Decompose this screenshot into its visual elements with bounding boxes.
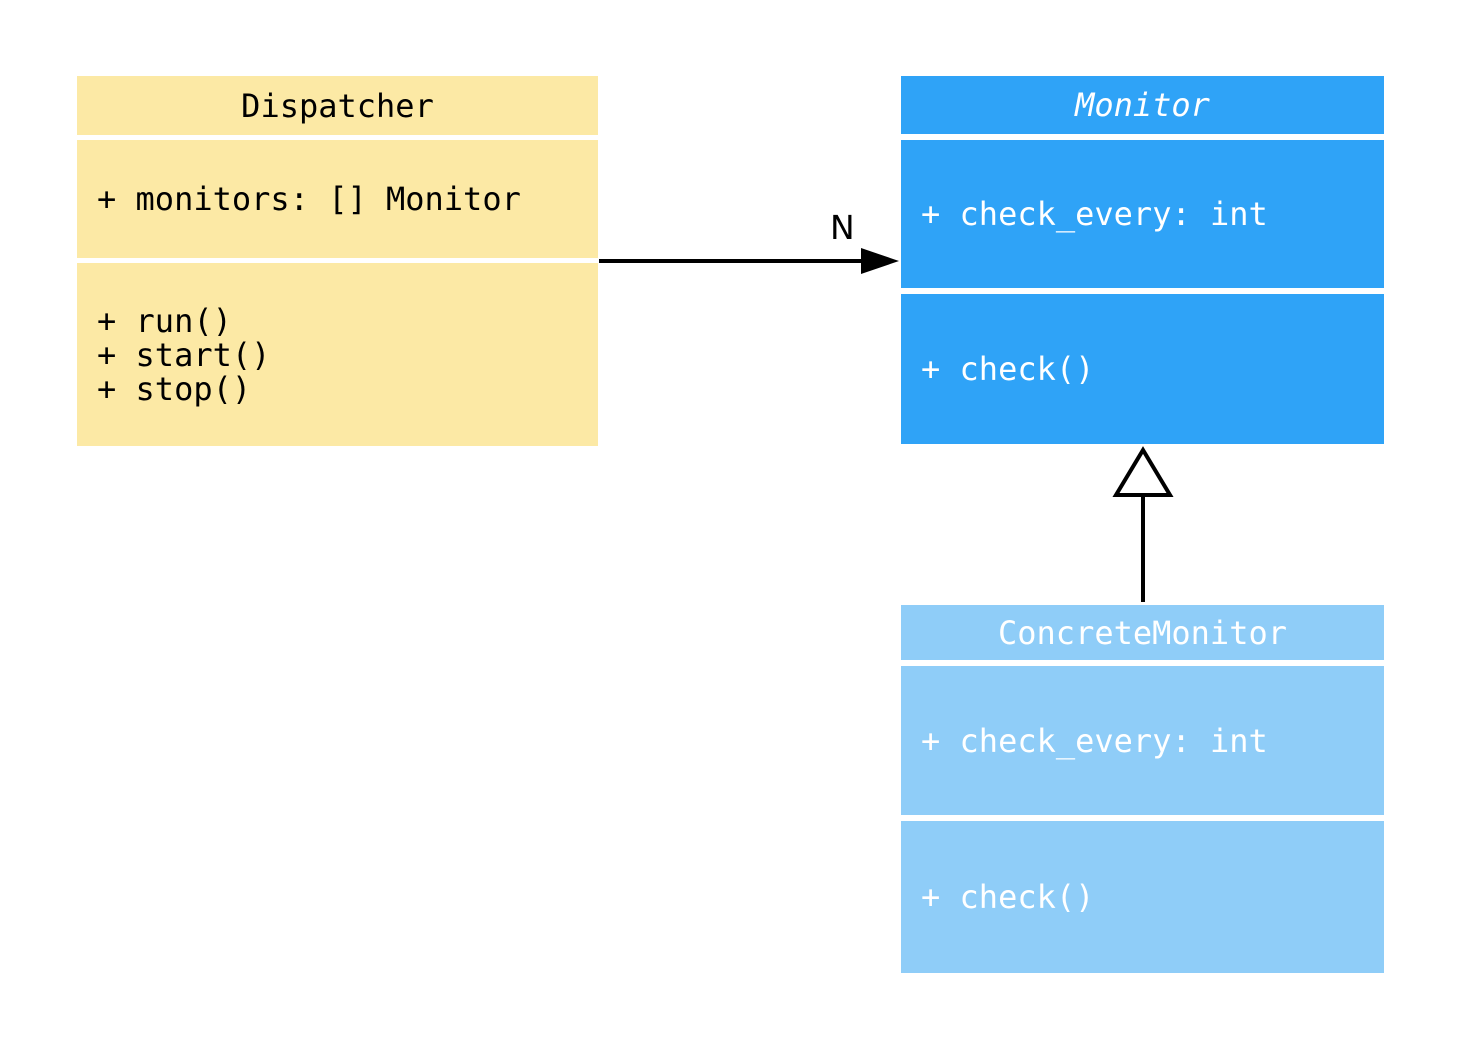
class-dispatcher-methods: + run() + start() + stop() [77, 263, 598, 446]
method-line: + check() [921, 878, 1095, 916]
method-line: + stop() [97, 369, 252, 408]
class-concretemonitor-title: ConcreteMonitor [901, 605, 1384, 660]
class-dispatcher-attributes: + monitors: [] Monitor [77, 140, 598, 258]
class-concretemonitor-attributes: + check_every: int [901, 666, 1384, 815]
association-arrowhead-icon [861, 248, 899, 274]
method-line: + run() [97, 301, 232, 340]
class-monitor: Monitor + check_every: int + check() [901, 76, 1384, 444]
attribute-line: + monitors: [] Monitor [97, 180, 521, 218]
association-multiplicity-label: N [830, 208, 855, 247]
method-line: + start() [97, 335, 271, 374]
class-monitor-methods: + check() [901, 294, 1384, 444]
association-arrow [599, 248, 899, 274]
class-monitor-attributes: + check_every: int [901, 140, 1384, 288]
class-dispatcher: Dispatcher + monitors: [] Monitor + run(… [77, 76, 598, 446]
attribute-line: + check_every: int [921, 195, 1268, 233]
inheritance-triangle-icon [1112, 446, 1174, 497]
inheritance-arrow [1112, 446, 1174, 602]
class-dispatcher-title: Dispatcher [77, 76, 598, 135]
class-concretemonitor-methods: + check() [901, 821, 1384, 973]
class-monitor-title: Monitor [901, 76, 1384, 134]
method-line: + check() [921, 350, 1095, 388]
class-concretemonitor: ConcreteMonitor + check_every: int + che… [901, 605, 1384, 973]
attribute-line: + check_every: int [921, 721, 1268, 760]
